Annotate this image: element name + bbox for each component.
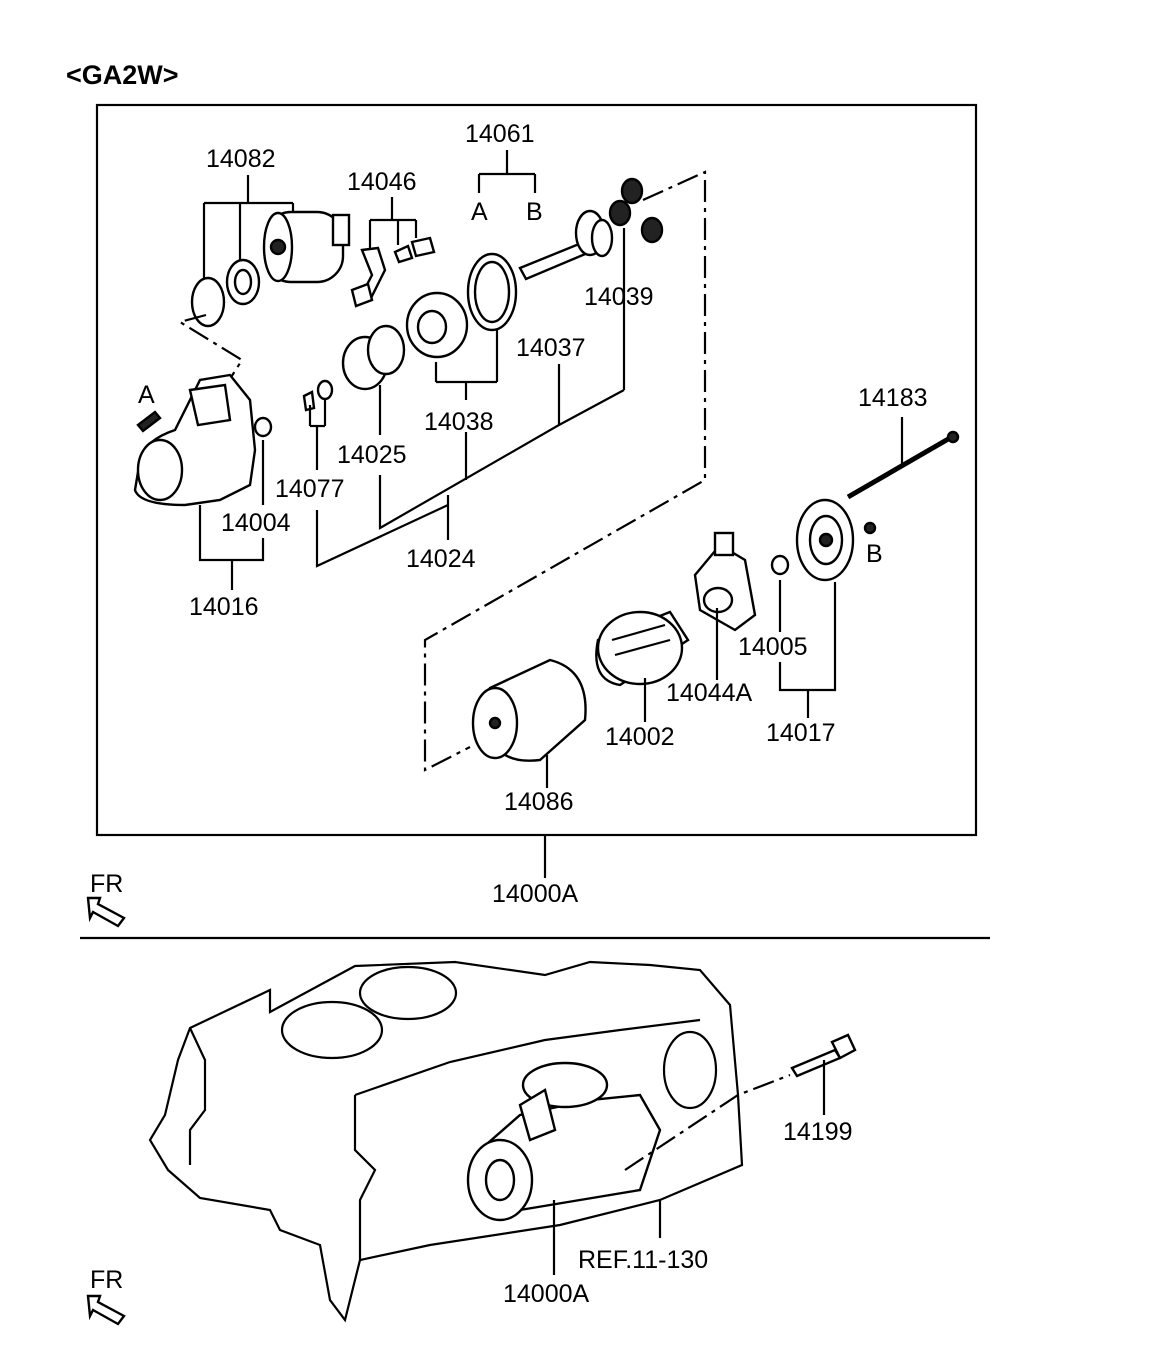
bolt-a (136, 410, 162, 433)
callout-14061-a: A (471, 198, 488, 226)
callout-ref-b: B (866, 540, 883, 568)
front-housing-part (133, 373, 257, 507)
fr-label-bottom: FR (90, 1266, 124, 1294)
bracket-14061 (477, 150, 537, 193)
callout-14005: 14005 (738, 633, 808, 661)
through-bolt-part (846, 430, 960, 500)
shaft-part (518, 209, 614, 281)
solenoid-part (262, 210, 351, 284)
callout-14017: 14017 (766, 719, 836, 747)
callout-14000a-bottom: 14000A (503, 1280, 590, 1308)
brush-holder-part (693, 531, 757, 632)
callout-14016: 14016 (189, 593, 259, 621)
callout-14077: 14077 (275, 475, 345, 503)
ring-gear-part (466, 252, 518, 332)
engine-block (148, 960, 744, 1323)
callout-14183: 14183 (858, 384, 928, 412)
yoke-part (471, 658, 587, 762)
bushings-14039 (608, 177, 664, 244)
callout-ref-11-130: REF.11-130 (578, 1246, 709, 1274)
callout-14046: 14046 (347, 168, 417, 196)
callout-14044a: 14044A (666, 679, 753, 707)
bushing-14004 (253, 416, 273, 438)
callout-14000a-top: 14000A (492, 880, 579, 908)
callout-14082: 14082 (206, 145, 276, 173)
clip-part (302, 379, 334, 412)
callout-14086: 14086 (504, 788, 574, 816)
lever-part (350, 236, 436, 308)
bushing-14005 (770, 554, 790, 576)
bracket-14046 (368, 197, 418, 250)
callout-14061-b: B (526, 198, 543, 226)
bracket-14024 (315, 364, 625, 568)
callout-ref-a: A (138, 381, 155, 409)
bracket-14016 (198, 505, 265, 590)
exploded-view-frame (95, 103, 978, 837)
installed-starter-part (466, 1061, 662, 1222)
front-arrow-icon (86, 1294, 126, 1326)
bracket-14082 (202, 175, 295, 280)
bracket-14038 (434, 330, 499, 400)
end-cover-part (795, 498, 855, 582)
screw-b (863, 521, 877, 535)
bracket-14017 (778, 582, 837, 718)
callout-14038: 14038 (424, 408, 494, 436)
bracket-14077 (308, 400, 327, 470)
fr-label-top: FR (90, 870, 124, 898)
pinion-part (341, 324, 406, 391)
callout-14002: 14002 (605, 723, 675, 751)
internal-gear-part (405, 291, 469, 359)
callout-14037: 14037 (516, 334, 586, 362)
washers-14082 (190, 258, 261, 328)
callout-14039: 14039 (584, 283, 654, 311)
model-code-title: <GA2W> (66, 60, 179, 90)
callout-14061: 14061 (465, 120, 535, 148)
callout-14004: 14004 (221, 509, 291, 537)
callout-14024: 14024 (406, 545, 476, 573)
callout-14025: 14025 (337, 441, 407, 469)
callout-14199: 14199 (783, 1118, 853, 1146)
mounting-bolt-part (790, 1033, 857, 1078)
front-arrow-icon (86, 896, 126, 928)
armature-part (595, 610, 690, 687)
